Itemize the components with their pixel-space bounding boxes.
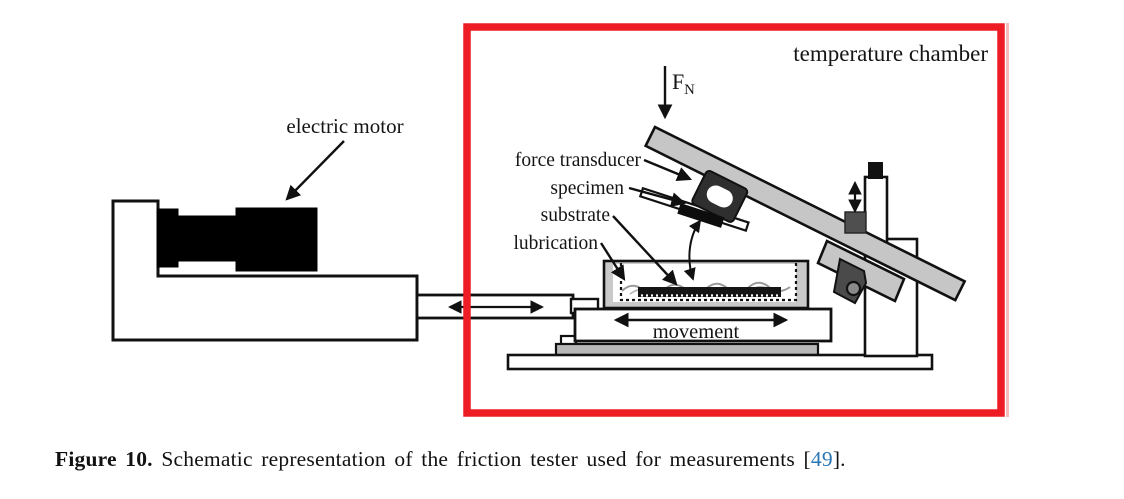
temperature-chamber-border (463, 23, 1005, 417)
base-plate (506, 353, 934, 371)
electric-motor-body (156, 207, 318, 272)
substrate-tray (602, 259, 810, 310)
lubrication-label: lubrication (514, 233, 599, 254)
force-transducer-label: force transducer (515, 150, 642, 171)
electric-motor-label: electric motor (286, 114, 403, 138)
temperature-chamber-label: temperature chamber (793, 41, 988, 66)
loading-beam (643, 125, 967, 302)
beam-height-slider-block (844, 211, 867, 234)
figure-caption-text: Schematic representation of the friction… (152, 447, 804, 471)
specimen-arrow (628, 186, 687, 207)
citation-bracket-close: ]. (832, 447, 846, 471)
substrate-bar (638, 287, 781, 297)
force-transducer-arrow (643, 158, 693, 182)
figure-caption-label: Figure 10. (55, 447, 153, 471)
normal-force-label: FN (672, 69, 695, 98)
substrate-label: substrate (541, 205, 610, 226)
force-transducer-window (706, 185, 733, 208)
figure-caption: Figure 10. Schematic representation of t… (55, 445, 1095, 473)
citation-bracket-open: [ (803, 447, 811, 471)
specimen-substrate-contact-arrow (683, 219, 702, 281)
movement-label: movement (653, 321, 740, 343)
friction-tester-schematic: FN temperature chamber electric motor fo… (111, 23, 1009, 417)
citation-link[interactable]: 49 (810, 447, 833, 471)
pivot-joint (845, 280, 862, 297)
specimen-label: specimen (550, 178, 624, 199)
specimen-block (677, 203, 725, 228)
post-cap (868, 162, 883, 179)
substrate-arrow (612, 215, 678, 286)
motor-pedestal (111, 199, 419, 342)
lubrication-arrow (599, 242, 626, 281)
electric-motor-arrow (285, 140, 345, 201)
tray-bath-dashed-outline (619, 263, 798, 302)
chamber-border-ghost-line (1006, 23, 1009, 417)
